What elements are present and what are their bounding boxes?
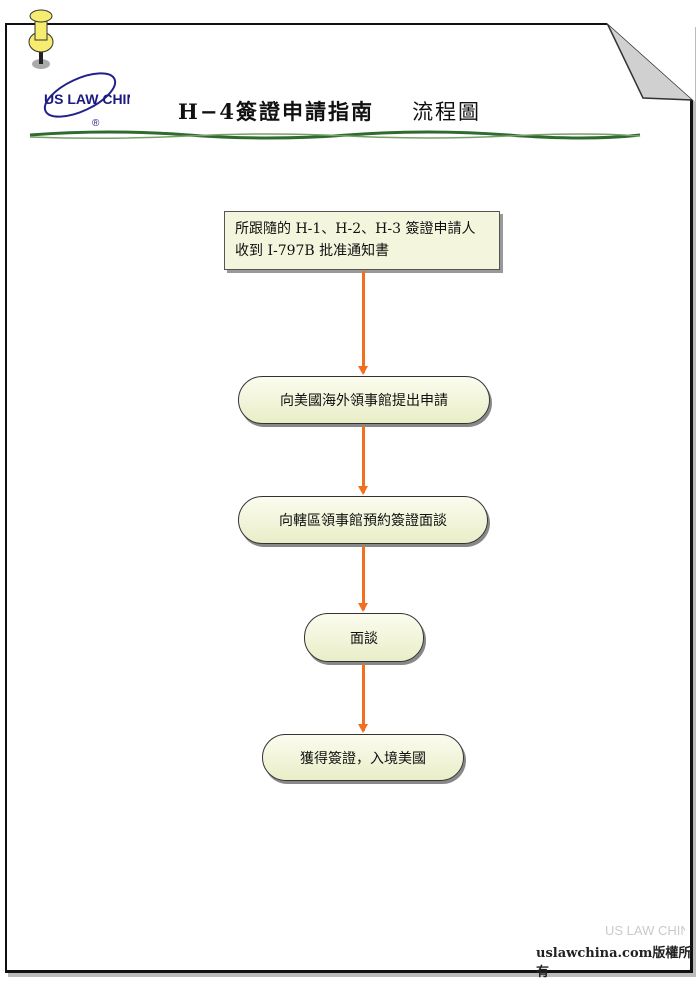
svg-text:®: ® [92,118,100,129]
step-schedule-interview: 向轄區領事館預約簽證面談 [238,496,488,544]
folded-corner [605,20,695,102]
page-title: H−4簽證申請指南流程圖 [178,99,482,124]
pushpin-icon [28,9,54,69]
vine-divider [29,130,641,140]
step-receive-notice: 所跟隨的 H-1、H-2、H-3 簽證申請人 收到 I-797B 批准通知書 [224,211,500,270]
logo-watermark: US LAW CHINA [605,923,685,938]
step-apply-consulate: 向美國海外領事館提出申請 [238,376,490,424]
flow-arrow [358,546,368,612]
uslawchina-logo: US LAW CHINA ® [43,72,130,129]
step-text-line1: 所跟隨的 H-1、H-2、H-3 簽證申請人 [235,221,476,237]
flow-arrow [358,426,368,495]
title-suffix: 流程圖 [412,100,482,124]
step-get-visa: 獲得簽證，入境美國 [262,734,464,781]
step-interview: 面談 [304,613,424,662]
svg-text:US LAW CHINA: US LAW CHINA [605,923,685,938]
step-text-line2: 收到 I-797B 批准通知書 [235,243,390,259]
svg-text:US LAW CHINA: US LAW CHINA [44,91,130,107]
flow-arrow [358,664,368,733]
copyright-text: uslawchina.com版權所有 [536,946,692,980]
flow-arrow [358,271,368,375]
